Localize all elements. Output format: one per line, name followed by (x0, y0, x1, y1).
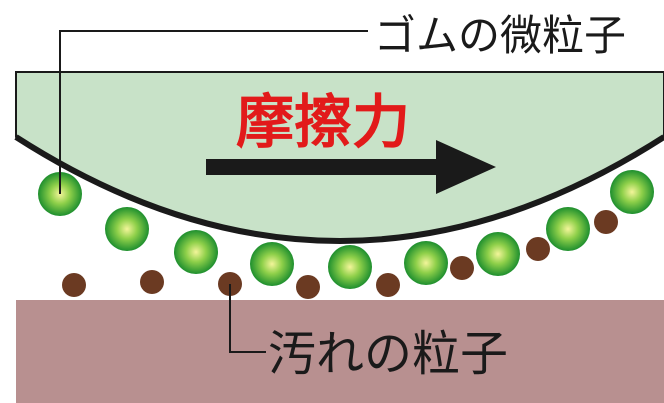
rubber-particle (250, 242, 294, 286)
dirt-particle (526, 237, 550, 261)
dirt-particle (450, 256, 474, 280)
friction-arrow (206, 140, 496, 194)
rubber-particle (105, 207, 149, 251)
rubber-particle-label: ゴムの微粒子 (374, 11, 626, 60)
rubber-particles (38, 170, 654, 289)
dirt-particles (62, 210, 618, 299)
dirt-particle-label: 汚れの粒子 (268, 326, 508, 382)
rubber-particle (328, 245, 372, 289)
dirt-particle (62, 273, 86, 297)
rubber-particle (610, 170, 654, 214)
dirt-particle (376, 273, 400, 297)
friction-label: 摩擦力 (236, 88, 410, 156)
dirt-label-leader (229, 284, 266, 353)
rubber-particle (546, 207, 590, 251)
eraser-contact-curve (14, 134, 664, 244)
rubber-particle (174, 230, 218, 274)
rubber-particle (404, 241, 448, 285)
paper-surface (16, 300, 664, 403)
dirt-particle (594, 210, 618, 234)
dirt-particle (296, 275, 320, 299)
rubber-particle (476, 232, 520, 276)
rubber-label-leader (59, 30, 368, 194)
dirt-particle (140, 270, 164, 294)
